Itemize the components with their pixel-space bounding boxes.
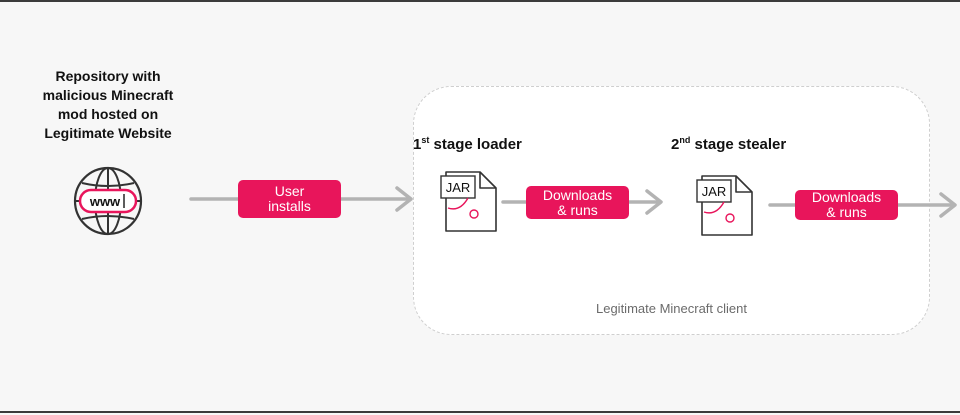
stage1-title-text: stage loader — [429, 136, 522, 153]
jar-file-icon: JAR — [440, 171, 497, 232]
pill-line: installs — [268, 198, 311, 214]
stage1-ordinal-suffix: st — [421, 135, 430, 145]
stage1-title: 1st stage loader — [413, 135, 522, 154]
repository-title-line: Repository with — [55, 68, 161, 84]
stage2-title: 2nd stage stealer — [671, 135, 787, 154]
jar-file-icon: JAR — [696, 175, 753, 236]
globe-www-text: www — [89, 194, 121, 209]
client-container-label: Legitimate Minecraft client — [595, 301, 747, 316]
top-border — [0, 0, 960, 2]
downloads-runs-label-1: Downloads & runs — [526, 186, 629, 219]
pill-line: User — [274, 183, 305, 199]
repository-title: Repository with malicious Minecraft mod … — [30, 67, 186, 143]
stage2-ordinal-suffix: nd — [679, 135, 691, 145]
downloads-runs-label-2: Downloads & runs — [795, 190, 898, 220]
pill-line: Downloads — [811, 189, 882, 205]
pill-line: & runs — [826, 204, 867, 220]
pill-line: Downloads — [542, 186, 613, 203]
repository-title-line: mod hosted on — [57, 106, 159, 122]
pill-line: & runs — [557, 201, 598, 218]
stage1-ordinal: 1 — [413, 136, 422, 153]
stage2-title-text: stage stealer — [690, 136, 787, 153]
bottom-border — [0, 411, 960, 413]
repository-title-line: Legitimate Website — [44, 125, 172, 141]
jar-label: JAR — [702, 184, 727, 199]
globe-www-icon: www — [73, 166, 143, 236]
repository-title-line: malicious Minecraft — [42, 87, 174, 103]
user-installs-label: User installs — [238, 180, 341, 218]
jar-label: JAR — [446, 180, 471, 195]
stage2-ordinal: 2 — [671, 136, 680, 153]
